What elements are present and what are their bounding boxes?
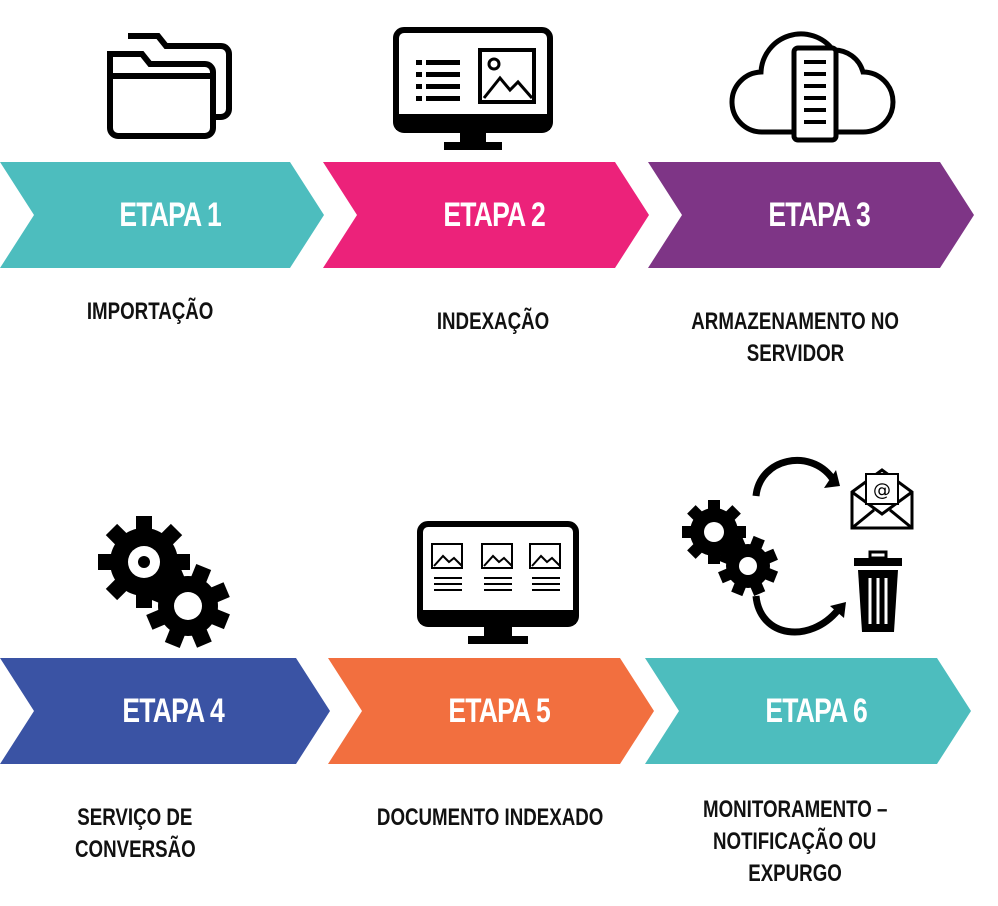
chevron-shape <box>328 658 654 764</box>
monitor-documents-icon <box>417 521 579 644</box>
svg-text:@: @ <box>873 480 891 501</box>
description-line: MONITORAMENTO – <box>702 796 888 823</box>
cloud-server-icon <box>729 31 896 143</box>
description-line: IMPORTAÇÃO <box>86 298 214 325</box>
step-arrow-5: ETAPA 5 <box>328 658 654 764</box>
step-arrow-2: ETAPA 2 <box>323 162 649 268</box>
description-line: DOCUMENTO INDEXADO <box>376 804 604 831</box>
monitoring-icon: @ <box>682 456 914 636</box>
description-line: EXPURGO <box>748 860 842 887</box>
description-line: SERVIÇO DE <box>77 804 193 831</box>
folders-icon <box>107 33 232 139</box>
description-line: SERVIDOR <box>746 340 844 367</box>
monitor-index-icon <box>393 27 553 150</box>
chevron-shape <box>645 658 971 764</box>
step-arrow-4: ETAPA 4 <box>0 658 330 764</box>
step-arrow-3: ETAPA 3 <box>648 162 974 268</box>
chevron-shape <box>0 658 330 764</box>
step-arrow-6: ETAPA 6 <box>645 658 971 764</box>
step-label: ETAPA 1 <box>119 195 222 234</box>
description-line: NOTIFICAÇÃO OU <box>713 828 877 855</box>
description-line: INDEXAÇÃO <box>436 308 550 335</box>
description-line: CONVERSÃO <box>74 836 196 863</box>
step-description-5: DOCUMENTO INDEXADO <box>330 802 650 834</box>
chevron-shape <box>648 162 974 268</box>
step-label: ETAPA 6 <box>765 691 868 730</box>
step-description-1: IMPORTAÇÃO <box>0 296 300 328</box>
step-description-4: SERVIÇO DE CONVERSÃO <box>0 802 270 866</box>
step-label: ETAPA 3 <box>768 195 871 234</box>
gears-icon <box>98 516 230 648</box>
step-label: ETAPA 5 <box>448 691 551 730</box>
chevron-shape <box>0 162 324 268</box>
chevron-shape <box>323 162 649 268</box>
step-description-3: ARMAZENAMENTO NO SERVIDOR <box>640 306 950 370</box>
step-label: ETAPA 2 <box>443 195 546 234</box>
description-line: ARMAZENAMENTO NO <box>691 308 899 335</box>
step-arrow-1: ETAPA 1 <box>0 162 324 268</box>
step-description-2: INDEXAÇÃO <box>343 306 643 338</box>
step-label: ETAPA 4 <box>122 691 225 730</box>
step-description-6: MONITORAMENTO – NOTIFICAÇÃO OU EXPURGO <box>650 794 940 890</box>
